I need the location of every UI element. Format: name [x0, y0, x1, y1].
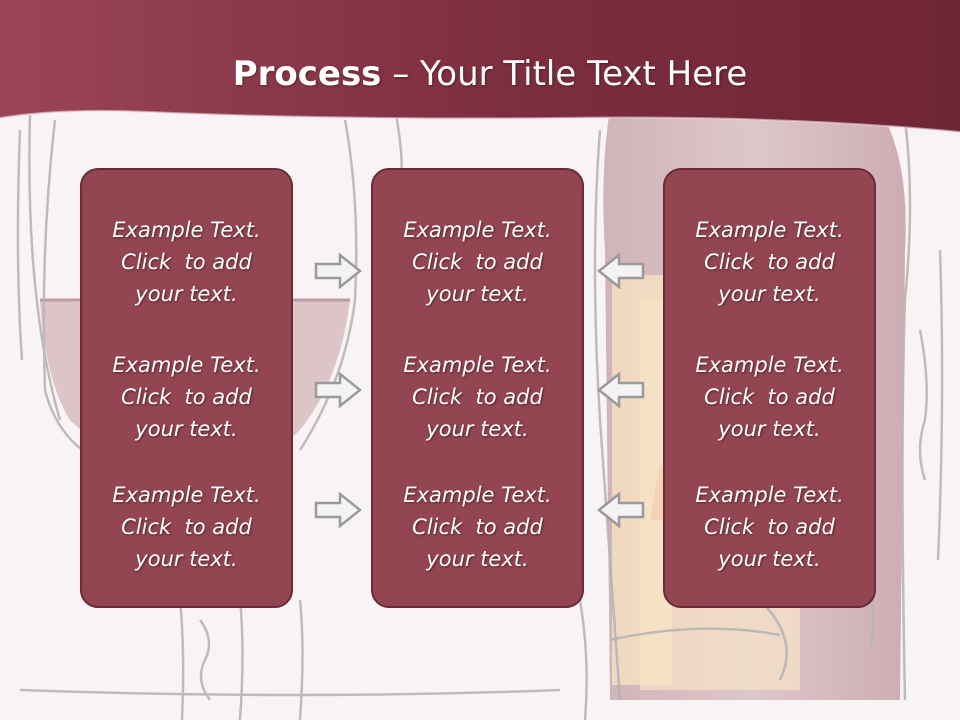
text-line: your text. [426, 547, 529, 571]
text-line: Example Text. [695, 483, 844, 507]
text-line: your text. [718, 417, 821, 441]
text-line: Click to add [704, 250, 835, 274]
text-line: your text. [426, 417, 529, 441]
text-line: Example Text. [695, 353, 844, 377]
text-line: Example Text. [695, 218, 844, 242]
arrow-left-icon [597, 492, 645, 528]
text-line: Example Text. [112, 218, 261, 242]
text-line: Example Text. [403, 218, 552, 242]
text-line: Click to add [412, 385, 543, 409]
text-line: Click to add [412, 515, 543, 539]
slide-title[interactable]: Process – Your Title Text Here [0, 52, 960, 96]
text-line: your text. [426, 282, 529, 306]
text-line: Click to add [121, 250, 252, 274]
text-line: Click to add [121, 515, 252, 539]
text-line: your text. [718, 547, 821, 571]
process-box-center[interactable]: Example Text. Click to add your text. Ex… [371, 168, 584, 608]
arrow-right-icon [314, 253, 362, 289]
text-placeholder[interactable]: Example Text. Click to add your text. [373, 214, 582, 310]
text-line: Click to add [121, 385, 252, 409]
text-placeholder[interactable]: Example Text. Click to add your text. [82, 214, 291, 310]
text-line: your text. [135, 282, 238, 306]
process-box-right[interactable]: Example Text. Click to add your text. Ex… [663, 168, 876, 608]
text-line: Click to add [412, 250, 543, 274]
arrow-left-icon [597, 253, 645, 289]
title-rest: – Your Title Text Here [381, 54, 748, 94]
arrow-left-icon [597, 372, 645, 408]
text-placeholder[interactable]: Example Text. Click to add your text. [665, 214, 874, 310]
text-placeholder[interactable]: Example Text. Click to add your text. [373, 479, 582, 575]
text-placeholder[interactable]: Example Text. Click to add your text. [82, 349, 291, 445]
text-placeholder[interactable]: Example Text. Click to add your text. [82, 479, 291, 575]
arrow-right-icon [314, 372, 362, 408]
text-line: your text. [718, 282, 821, 306]
text-line: Click to add [704, 385, 835, 409]
arrow-right-icon [314, 492, 362, 528]
text-line: Example Text. [403, 353, 552, 377]
process-box-left[interactable]: Example Text. Click to add your text. Ex… [80, 168, 293, 608]
text-line: your text. [135, 417, 238, 441]
text-line: Example Text. [403, 483, 552, 507]
text-line: Click to add [704, 515, 835, 539]
text-placeholder[interactable]: Example Text. Click to add your text. [665, 479, 874, 575]
text-placeholder[interactable]: Example Text. Click to add your text. [665, 349, 874, 445]
text-line: Example Text. [112, 353, 261, 377]
title-bold: Process [232, 54, 382, 94]
text-placeholder[interactable]: Example Text. Click to add your text. [373, 349, 582, 445]
text-line: your text. [135, 547, 238, 571]
text-line: Example Text. [112, 483, 261, 507]
